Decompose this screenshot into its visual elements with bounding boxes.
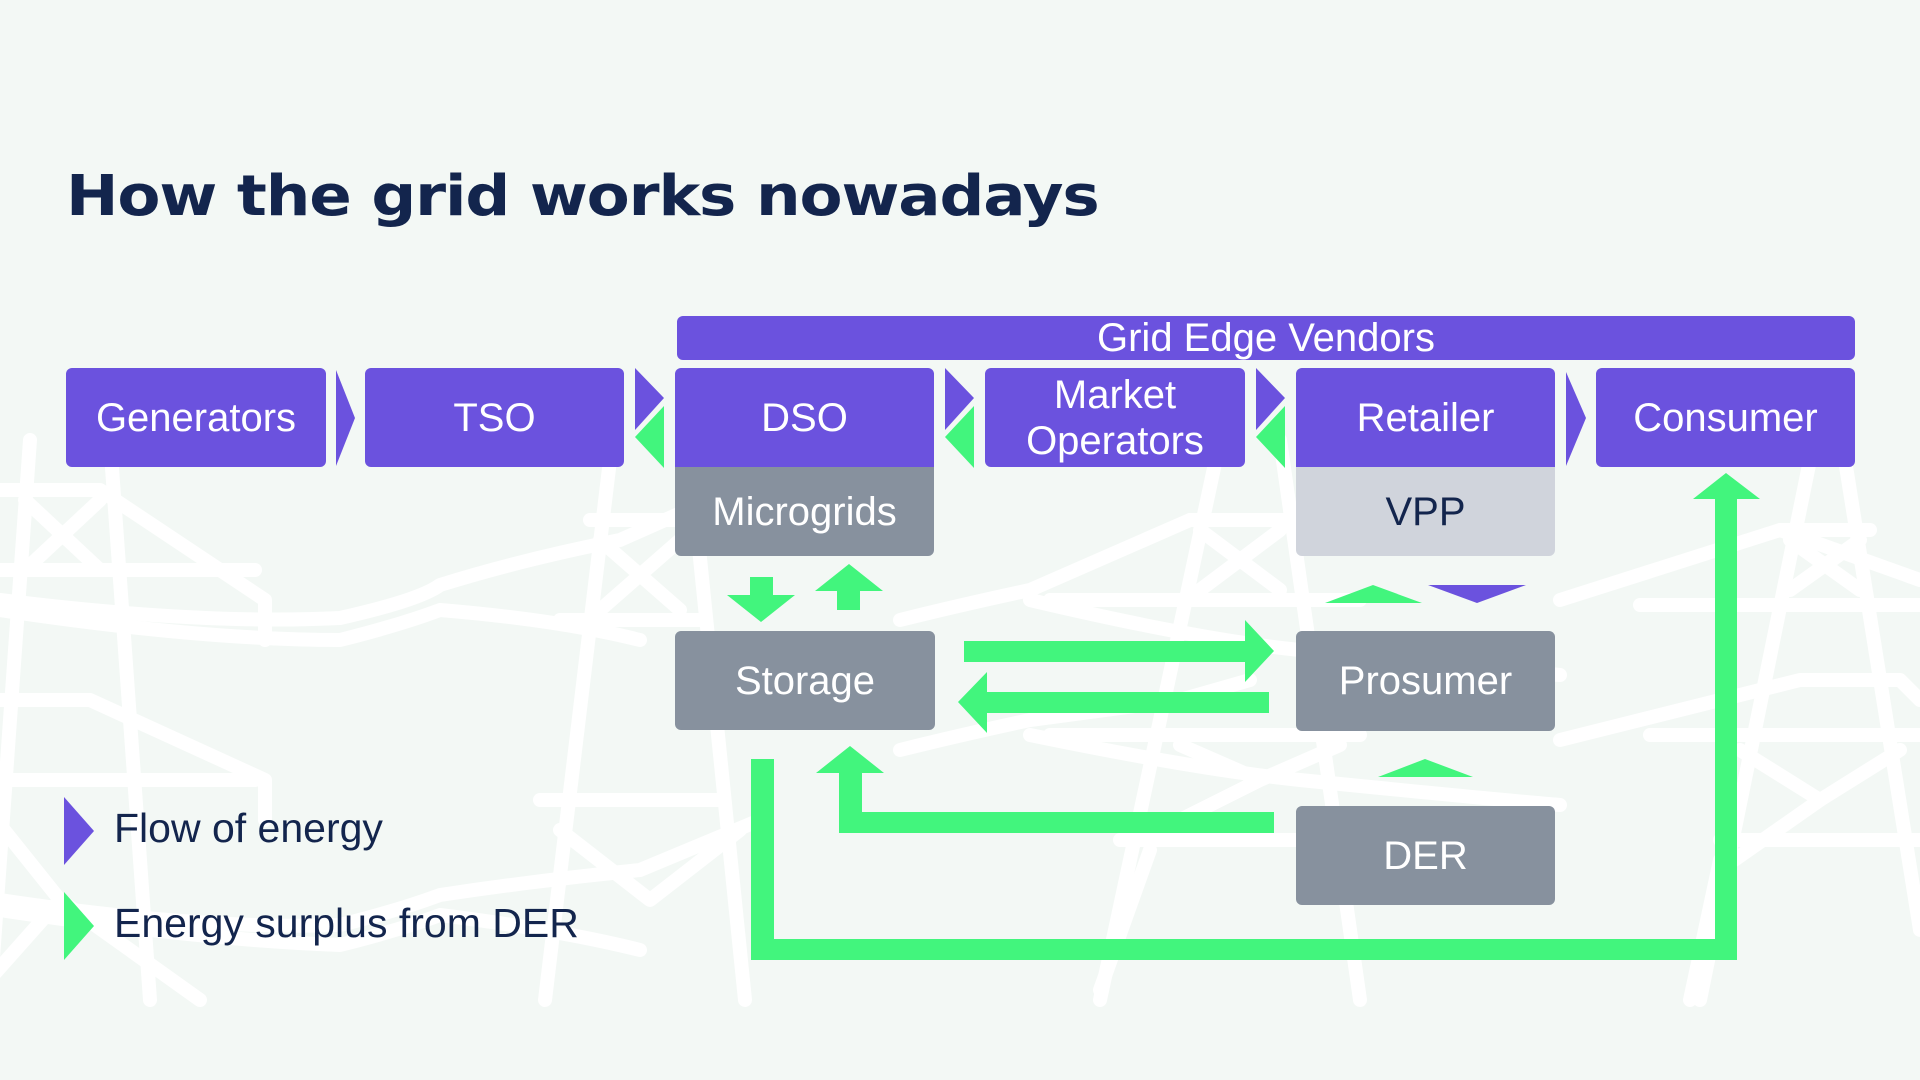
node-generators: Generators	[66, 368, 326, 467]
node-prosumer: Prosumer	[1296, 631, 1555, 731]
node-consumer: Consumer	[1596, 368, 1855, 467]
node-retailer: Retailer	[1296, 368, 1555, 467]
node-prosumer-label: Prosumer	[1338, 659, 1513, 703]
page-title: How the grid works nowadays	[66, 164, 1100, 229]
node-storage: Storage	[675, 631, 935, 730]
legend-flow-of-energy-label: Flow of energy	[114, 805, 383, 851]
legend-energy-surplus-icon	[64, 892, 94, 960]
node-der: DER	[1296, 806, 1555, 905]
node-tso: TSO	[365, 368, 624, 467]
node-market-operators: Market Operators	[985, 368, 1245, 467]
node-consumer-label: Consumer	[1633, 395, 1818, 440]
legend-energy-surplus-label: Energy surplus from DER	[114, 900, 579, 946]
node-market-operators-label: Market Operators	[1026, 372, 1204, 463]
node-der-label: DER	[1383, 833, 1468, 878]
legend-flow-of-energy-icon	[64, 797, 94, 865]
node-dso: DSO	[675, 368, 934, 467]
grid-edge-vendors-label: Grid Edge Vendors	[1097, 316, 1435, 360]
grid-edge-vendors-bar: Grid Edge Vendors	[677, 316, 1855, 360]
node-microgrids-label: Microgrids	[712, 489, 897, 534]
node-microgrids: Microgrids	[675, 467, 934, 556]
node-vpp: VPP	[1296, 467, 1555, 556]
node-generators-label: Generators	[95, 395, 297, 440]
node-tso-label: TSO	[453, 395, 536, 440]
node-dso-label: DSO	[761, 395, 848, 440]
node-storage-label: Storage	[734, 658, 876, 703]
node-vpp-label: VPP	[1385, 489, 1466, 534]
node-retailer-label: Retailer	[1356, 395, 1495, 440]
